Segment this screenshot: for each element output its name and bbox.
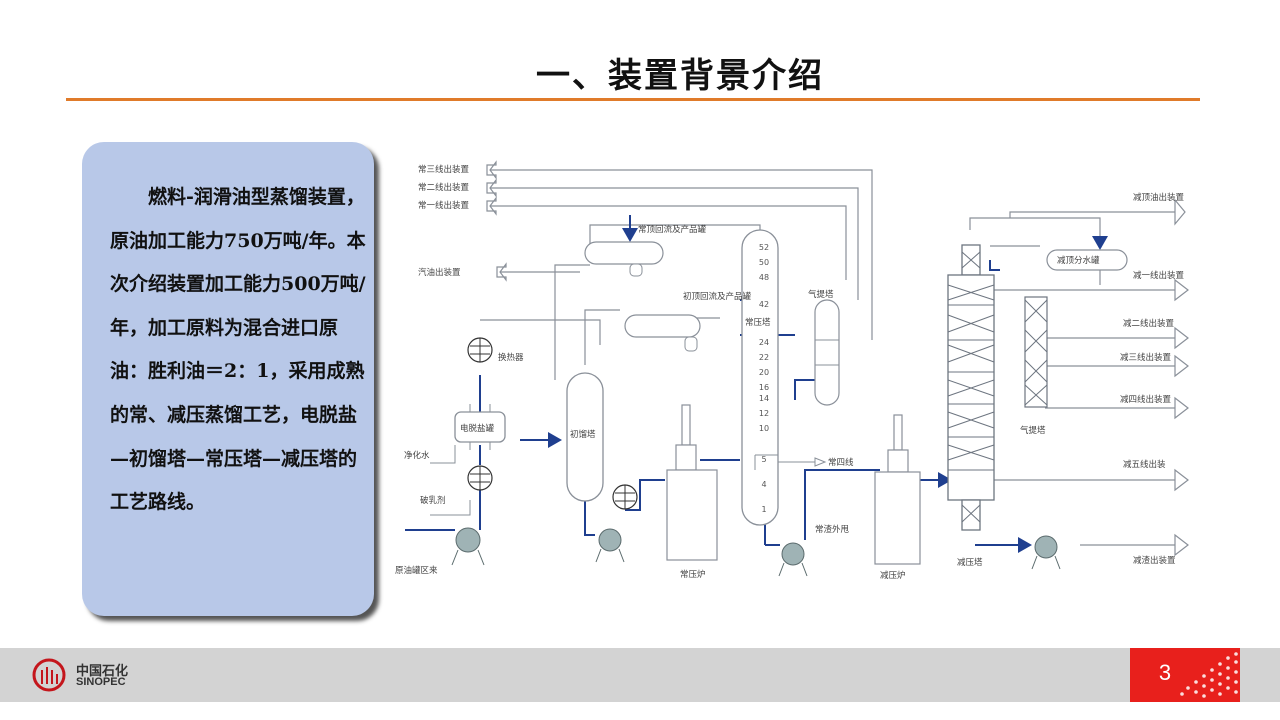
vac-bottom-pump [1034, 535, 1058, 559]
page-title: 一、装置背景介绍 [536, 56, 824, 96]
atmospheric-tower [741, 229, 779, 526]
tray-50: 50 [759, 258, 769, 267]
tray-42: 42 [759, 300, 769, 309]
description-card [82, 142, 374, 616]
label-vac-stripper: 气提塔 [1020, 425, 1046, 436]
logo-english: SINOPEC [76, 676, 126, 688]
label-exchanger: 换热器 [498, 352, 524, 363]
tray-16: 16 [759, 383, 769, 392]
vacuum-stripper [1024, 296, 1048, 408]
tray-10: 10 [759, 424, 769, 433]
label-vac-top-tank: 减顶分水罐 [1057, 255, 1100, 266]
label-desalter: 电脱盐罐 [460, 423, 495, 434]
side-stripper [814, 299, 840, 406]
label-initial-tower: 初馏塔 [570, 429, 596, 440]
tray-22: 22 [759, 353, 769, 362]
label-atm-furnace: 常压炉 [680, 569, 706, 580]
label-gasoline-out: 汽油出装置 [418, 267, 461, 278]
atm-bottom-pump [781, 542, 805, 566]
tray-24: 24 [759, 338, 769, 347]
label-vac-residue: 减渣出装置 [1133, 555, 1176, 566]
initial-bottom-pump [598, 528, 622, 552]
vacuum-tower [947, 244, 995, 531]
tray-48: 48 [759, 273, 769, 282]
vacuum-furnace [874, 414, 921, 565]
initial-distillation-tower [566, 372, 604, 502]
tray-52: 52 [759, 243, 769, 252]
label-crude-in: 原油罐区来 [395, 565, 438, 576]
label-out-atm3: 常三线出装置 [418, 164, 470, 175]
tray-5: 5 [761, 455, 766, 464]
tray-14: 14 [759, 394, 769, 403]
label-atm-tower: 常压塔 [745, 317, 771, 328]
title-divider [66, 98, 1200, 101]
page-number-box [1130, 648, 1240, 702]
label-out-atm1: 常一线出装置 [418, 200, 470, 211]
page-number: 3 [1158, 660, 1172, 685]
crude-pump [455, 527, 481, 553]
tray-1: 1 [761, 505, 766, 514]
atmospheric-furnace [666, 404, 718, 561]
label-vac-top-oil: 减顶油出装置 [1133, 192, 1185, 203]
label-vac-furnace: 减压炉 [880, 570, 906, 581]
label-vac2: 减二线出装置 [1123, 318, 1175, 329]
label-demulsifier: 破乳剂 [420, 495, 446, 506]
label-stripper: 气提塔 [808, 289, 834, 300]
label-clean-water: 净化水 [404, 450, 430, 461]
tray-12: 12 [759, 409, 769, 418]
label-vac5: 减五线出装 [1123, 459, 1166, 470]
process-flow-diagram: 52 50 48 42 24 22 20 16 14 12 10 5 4 1 [395, 160, 1189, 581]
initial-top-drum [624, 314, 701, 338]
label-top-reflux-tank: 常顶回流及产品罐 [638, 224, 707, 235]
label-vac3: 减三线出装置 [1120, 352, 1172, 363]
vacuum-top-drum [1046, 249, 1128, 271]
top-reflux-drum [584, 241, 664, 265]
sinopec-logo-icon [32, 658, 66, 692]
tray-4: 4 [761, 480, 766, 489]
dot-pattern-decoration [1180, 652, 1238, 698]
label-initial-top-tank: 初顶回流及产品罐 [683, 291, 752, 302]
label-atm-residue: 常渣外甩 [815, 524, 850, 535]
tray-20: 20 [759, 368, 769, 377]
label-vac-tower: 减压塔 [957, 557, 983, 568]
label-out-atm2: 常二线出装置 [418, 182, 470, 193]
desalter-tank [454, 411, 506, 443]
description-text: 燃料-润滑油型蒸馏装置，原油加工能力750万吨/年。本次介绍装置加工能力500万… [110, 186, 366, 514]
label-atm4: 常四线 [828, 457, 854, 468]
logo-chinese: 中国石化 [76, 664, 129, 679]
label-vac1: 减一线出装置 [1133, 270, 1185, 281]
label-vac4: 减四线出装置 [1120, 394, 1172, 405]
footer-bar [0, 648, 1280, 702]
